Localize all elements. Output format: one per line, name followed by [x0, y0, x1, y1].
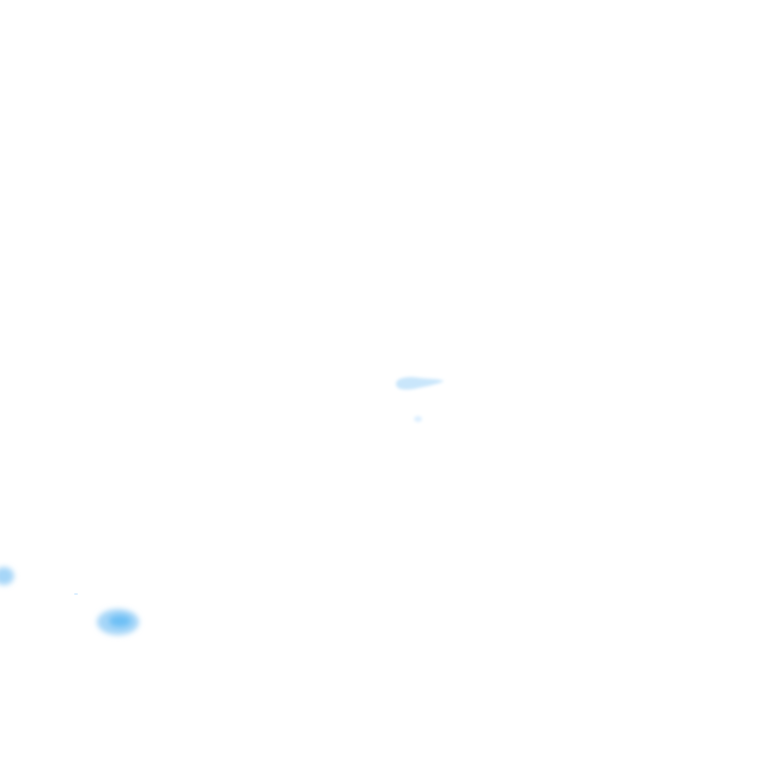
bottom-left-blob-core: [109, 615, 131, 627]
small-dot: [414, 416, 422, 422]
center-blob: [396, 377, 444, 390]
left-edge-blob: [0, 567, 14, 585]
tiny-speck: [74, 593, 78, 595]
